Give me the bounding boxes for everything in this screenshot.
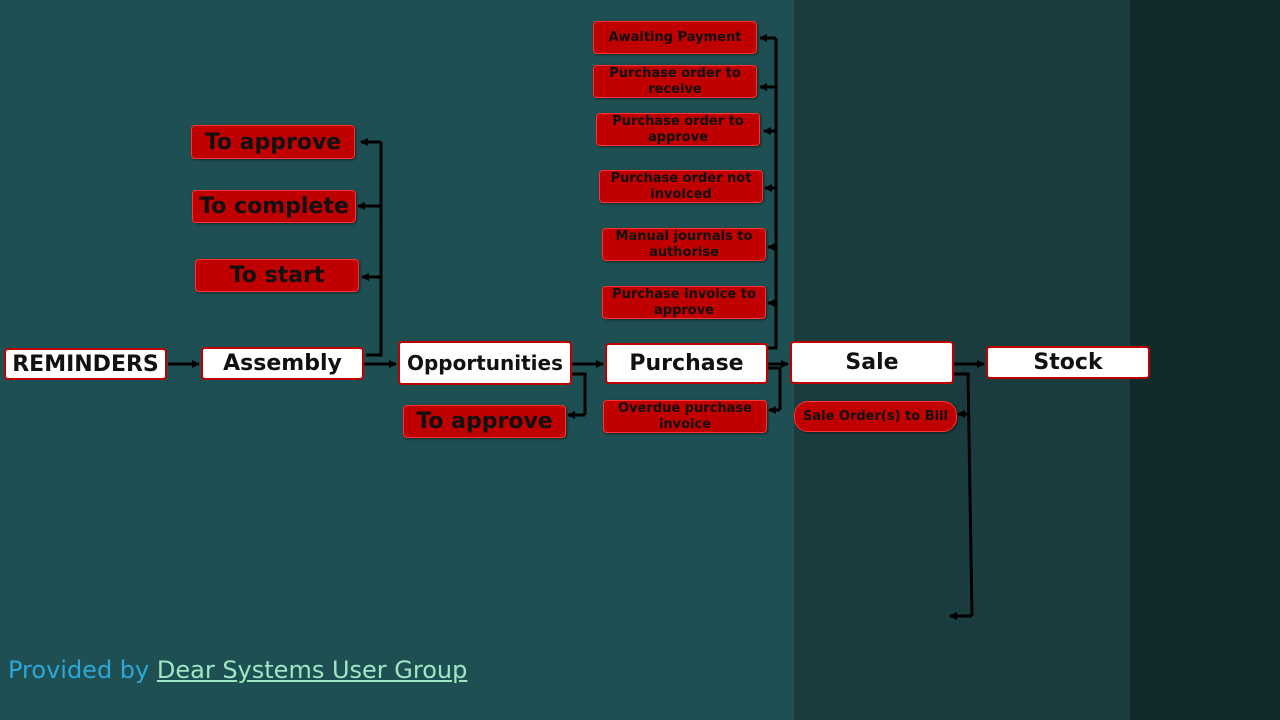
sale-node[interactable]: Sale bbox=[790, 341, 954, 384]
manual-journals-to-authorise[interactable]: Manual journals to authorise bbox=[602, 228, 766, 261]
overdue-purchase-invoice[interactable]: Overdue purchase invoice bbox=[603, 400, 767, 433]
reminders-node[interactable]: REMINDERS bbox=[4, 348, 167, 380]
assembly-node[interactable]: Assembly bbox=[201, 347, 364, 380]
purchase-order-to-approve[interactable]: Purchase order to approve bbox=[596, 113, 760, 146]
opportunities-to-approve[interactable]: To approve bbox=[403, 405, 566, 438]
opportunities-node[interactable]: Opportunities bbox=[398, 341, 572, 385]
stock-node[interactable]: Stock bbox=[986, 346, 1150, 379]
assembly-to-approve[interactable]: To approve bbox=[191, 125, 355, 159]
purchase-invoice-to-approve[interactable]: Purchase invoice to approve bbox=[602, 286, 766, 319]
sale-orders-to-bill[interactable]: Sale Order(s) to Bill bbox=[794, 401, 957, 432]
purchase-order-not-invoiced[interactable]: Purchase order not invoiced bbox=[599, 170, 763, 203]
assembly-to-complete[interactable]: To complete bbox=[192, 190, 356, 223]
background-right-panel bbox=[1130, 0, 1280, 720]
assembly-to-start[interactable]: To start bbox=[195, 259, 359, 292]
footer-credit: Provided by Dear Systems User Group bbox=[8, 656, 467, 684]
purchase-order-to-receive[interactable]: Purchase order to receive bbox=[593, 65, 757, 98]
footer-prefix: Provided by bbox=[8, 656, 157, 684]
footer-link[interactable]: Dear Systems User Group bbox=[156, 656, 468, 684]
purchase-awaiting-payment[interactable]: Awaiting Payment bbox=[593, 21, 757, 54]
purchase-node[interactable]: Purchase bbox=[605, 343, 768, 384]
